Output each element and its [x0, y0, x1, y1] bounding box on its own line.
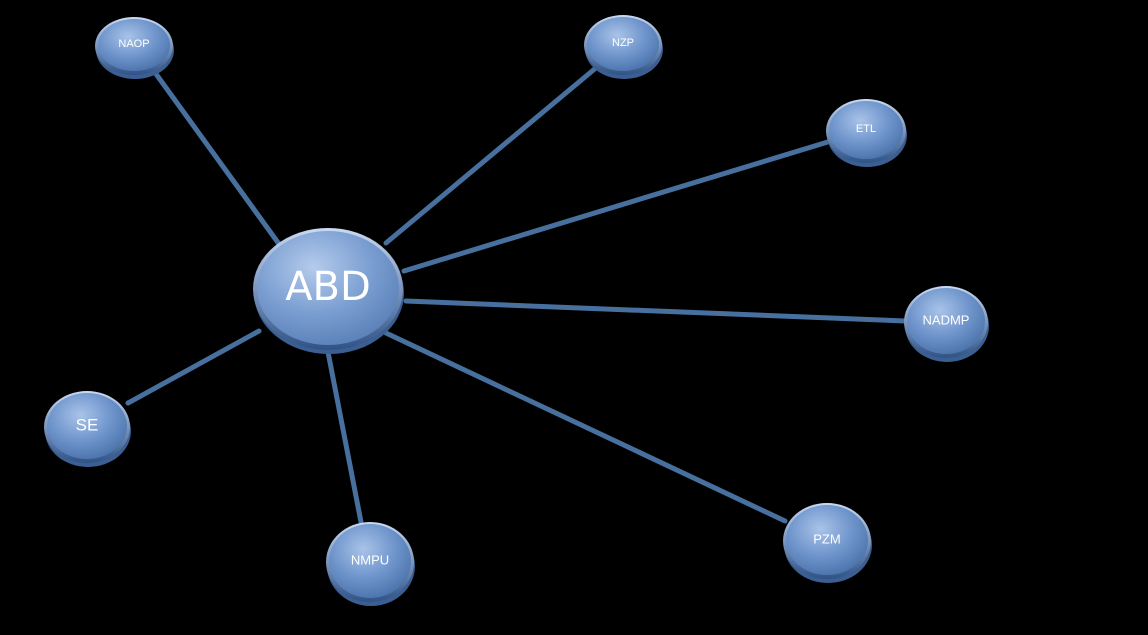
node-label-se: SE [76, 416, 99, 435]
edge-abd-pzm [383, 330, 788, 524]
node-face [587, 17, 659, 71]
node-face [829, 101, 903, 159]
node-face [786, 505, 868, 575]
node-label-etl: ETL [856, 123, 876, 135]
node-face [47, 393, 127, 459]
node-label-naop: NAOP [118, 38, 149, 50]
edge-abd-nadmp [403, 298, 908, 324]
node-nadmp: NADMP [904, 286, 989, 362]
node-face [257, 231, 399, 345]
edge-abd-nzp [383, 64, 600, 246]
node-nzp: NZP [584, 15, 663, 79]
edge-abd-naop [148, 64, 282, 247]
node-face [907, 288, 985, 354]
node-center-abd: ABD [253, 228, 404, 354]
node-label-nzp: NZP [612, 37, 634, 49]
edge-abd-se [125, 328, 262, 406]
edge-abd-etl [401, 138, 834, 274]
node-label-nmpu: NMPU [351, 553, 389, 568]
node-face [98, 19, 170, 71]
node-se: SE [44, 391, 131, 467]
node-label-pzm: PZM [813, 532, 840, 547]
node-naop: NAOP [95, 17, 174, 79]
node-etl: ETL [826, 99, 907, 167]
node-nmpu: NMPU [326, 522, 415, 606]
node-pzm: PZM [783, 503, 872, 583]
edges [125, 64, 908, 525]
edge-abd-nmpu [325, 349, 364, 525]
nodes: NAOP NZP ETL NADMP PZM NMPU SE ABD [44, 15, 989, 606]
node-label-abd: ABD [285, 264, 371, 310]
node-face [329, 524, 411, 598]
node-label-nadmp: NADMP [923, 313, 970, 328]
